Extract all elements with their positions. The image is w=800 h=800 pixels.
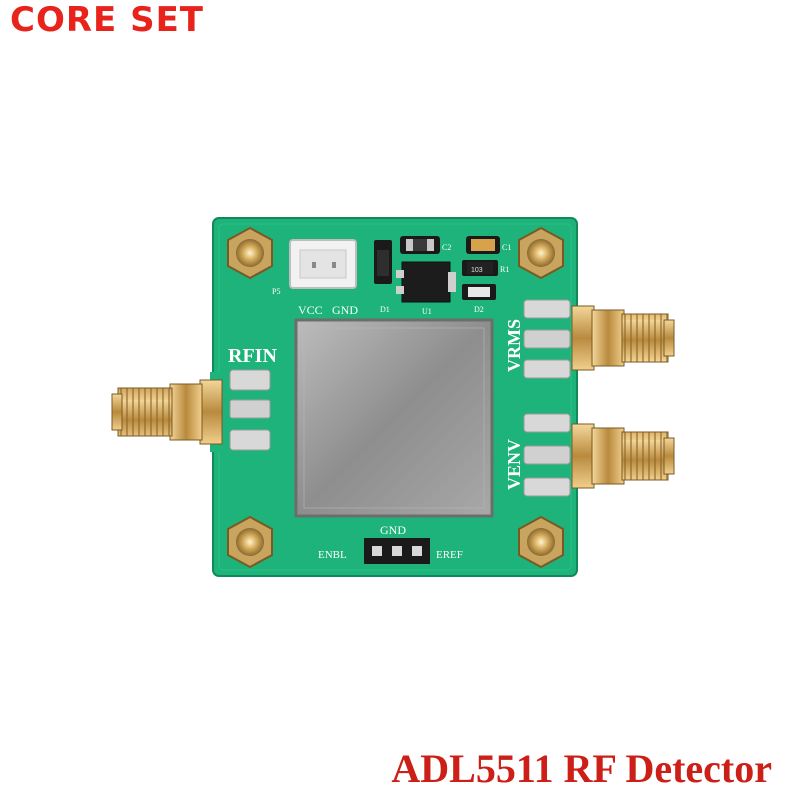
r1-marking: 103	[471, 267, 483, 274]
sma-connector-venv	[523, 413, 675, 497]
capacitor-c2	[400, 236, 440, 254]
label-eref: EREF	[436, 549, 463, 561]
sma-connector-vrms	[523, 299, 675, 379]
capacitor-c1	[466, 236, 500, 254]
regulator-u1	[396, 261, 456, 303]
power-connector	[289, 239, 357, 289]
mounting-nut-top-left	[227, 226, 273, 280]
mounting-nut-bottom-left	[227, 515, 273, 569]
label-vrms: VRMS	[504, 319, 524, 372]
label-c2: C2	[442, 243, 451, 252]
resistor-r1	[462, 260, 498, 276]
led-d2	[462, 284, 496, 300]
label-d2: D2	[474, 305, 484, 314]
diode-d1	[374, 240, 392, 284]
label-rfin: RFIN	[228, 345, 277, 367]
label-c1: C1	[502, 243, 511, 252]
label-venv: VENV	[504, 439, 524, 490]
label-d1: D1	[380, 305, 390, 314]
label-vcc: VCC	[298, 303, 323, 317]
label-gnd-top: GND	[332, 303, 358, 317]
mounting-nut-top-right	[518, 226, 564, 280]
brand-logo: CORE SET	[10, 0, 205, 40]
mounting-nut-bottom-right	[518, 515, 564, 569]
pin-header-3pin	[364, 538, 430, 564]
rf-shield-can	[294, 318, 494, 518]
label-u1: U1	[422, 307, 432, 316]
label-gnd-bottom: GND	[380, 523, 406, 537]
label-r1: R1	[500, 265, 509, 274]
product-caption: ADL5511 RF Detector	[391, 746, 772, 791]
sma-connector-rfin	[111, 369, 271, 452]
label-p5: P5	[272, 287, 280, 296]
label-enbl: ENBL	[318, 549, 347, 561]
